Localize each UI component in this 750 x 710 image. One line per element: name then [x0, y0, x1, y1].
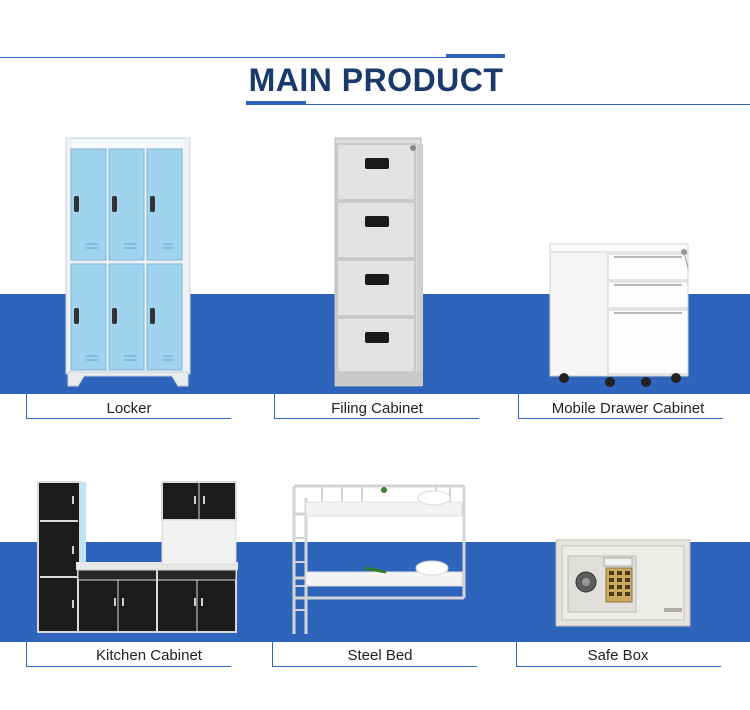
mobile-drawer-cabinet-label: Mobile Drawer Cabinet [551, 400, 705, 417]
header-accent-bottom [246, 101, 306, 105]
safe-box-label: Safe Box [587, 647, 649, 664]
locker-label-bracket-horizontal [26, 418, 231, 419]
safe-box-label-bracket-horizontal [516, 666, 721, 667]
locker-image[interactable] [64, 136, 194, 387]
safe-box-image[interactable] [554, 538, 694, 628]
filing-cabinet-label-bracket-horizontal [274, 418, 479, 419]
filing-cabinet-label-bracket-vertical [274, 322, 275, 418]
steel-bed-label-bracket-vertical [272, 570, 273, 666]
steel-bed-label-bracket-horizontal [272, 666, 477, 667]
locker-label: Locker [106, 400, 152, 417]
kitchen-cabinet-label-bracket-horizontal [26, 666, 231, 667]
header-line-right [246, 104, 750, 105]
kitchen-cabinet-label: Kitchen Cabinet [96, 647, 202, 664]
mobile-drawer-cabinet-label-bracket-horizontal [518, 418, 723, 419]
locker-label-bracket-vertical [26, 322, 27, 418]
steel-bed-label: Steel Bed [347, 647, 413, 664]
mobile-drawer-cabinet-label-bracket-vertical [518, 322, 519, 418]
filing-cabinet-label: Filing Cabinet [331, 400, 423, 417]
header-line-left [0, 57, 505, 58]
header-accent-top [446, 54, 505, 58]
safe-box-label-bracket-vertical [516, 570, 517, 666]
kitchen-cabinet-image[interactable] [36, 480, 242, 636]
filing-cabinet-image[interactable] [333, 136, 423, 387]
page-title: MAIN PRODUCT [248, 62, 504, 98]
mobile-drawer-cabinet-image[interactable] [548, 240, 698, 390]
steel-bed-image[interactable] [286, 478, 476, 638]
kitchen-cabinet-label-bracket-vertical [26, 570, 27, 666]
